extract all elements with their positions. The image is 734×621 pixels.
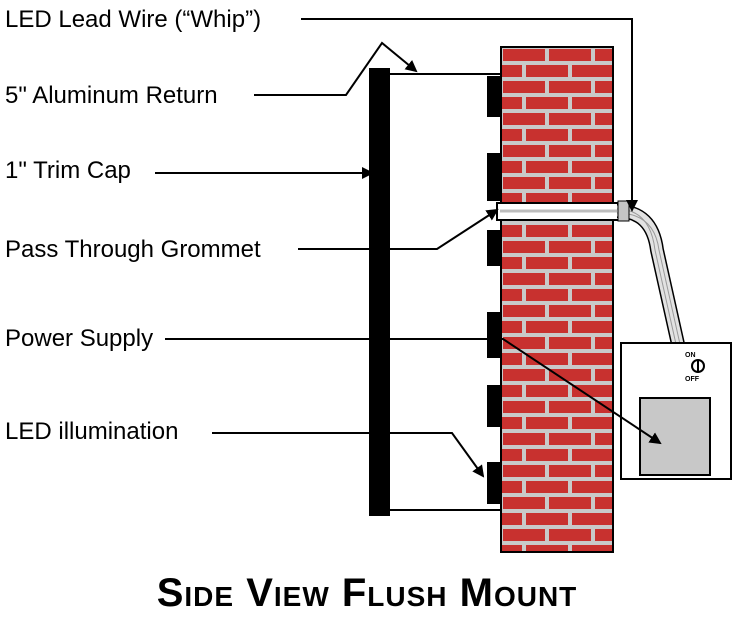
mounting-strips (487, 76, 501, 504)
lead-wire-cable (616, 200, 697, 400)
switch-off-label: OFF (685, 376, 700, 383)
diagram-title: Side View Flush Mount (157, 571, 578, 615)
grommet-tube (496, 202, 624, 221)
led-illumination-label: LED illumination (5, 418, 178, 445)
power-supply-leader (165, 338, 662, 445)
lead-wire-leader (301, 18, 638, 212)
led-illumination-leader (212, 432, 485, 478)
aluminum-return-label: 5" Aluminum Return (5, 82, 218, 109)
leader-lines (155, 18, 662, 478)
callout-labels: LED Lead Wire (“Whip”) 5" Aluminum Retur… (5, 6, 261, 445)
grommet-leader (298, 208, 499, 250)
aluminum-return-leader (254, 41, 418, 96)
switch-on-label: ON (685, 352, 696, 359)
power-switch: ON OFF (685, 352, 705, 383)
trim-cap-bar (369, 68, 390, 516)
trim-cap-label: 1" Trim Cap (5, 157, 131, 184)
power-supply-label: Power Supply (5, 325, 153, 352)
brick-wall (500, 46, 614, 553)
lead-wire-label: LED Lead Wire (“Whip”) (5, 6, 261, 33)
power-supply-enclosure (620, 342, 732, 480)
grommet-label: Pass Through Grommet (5, 236, 261, 263)
